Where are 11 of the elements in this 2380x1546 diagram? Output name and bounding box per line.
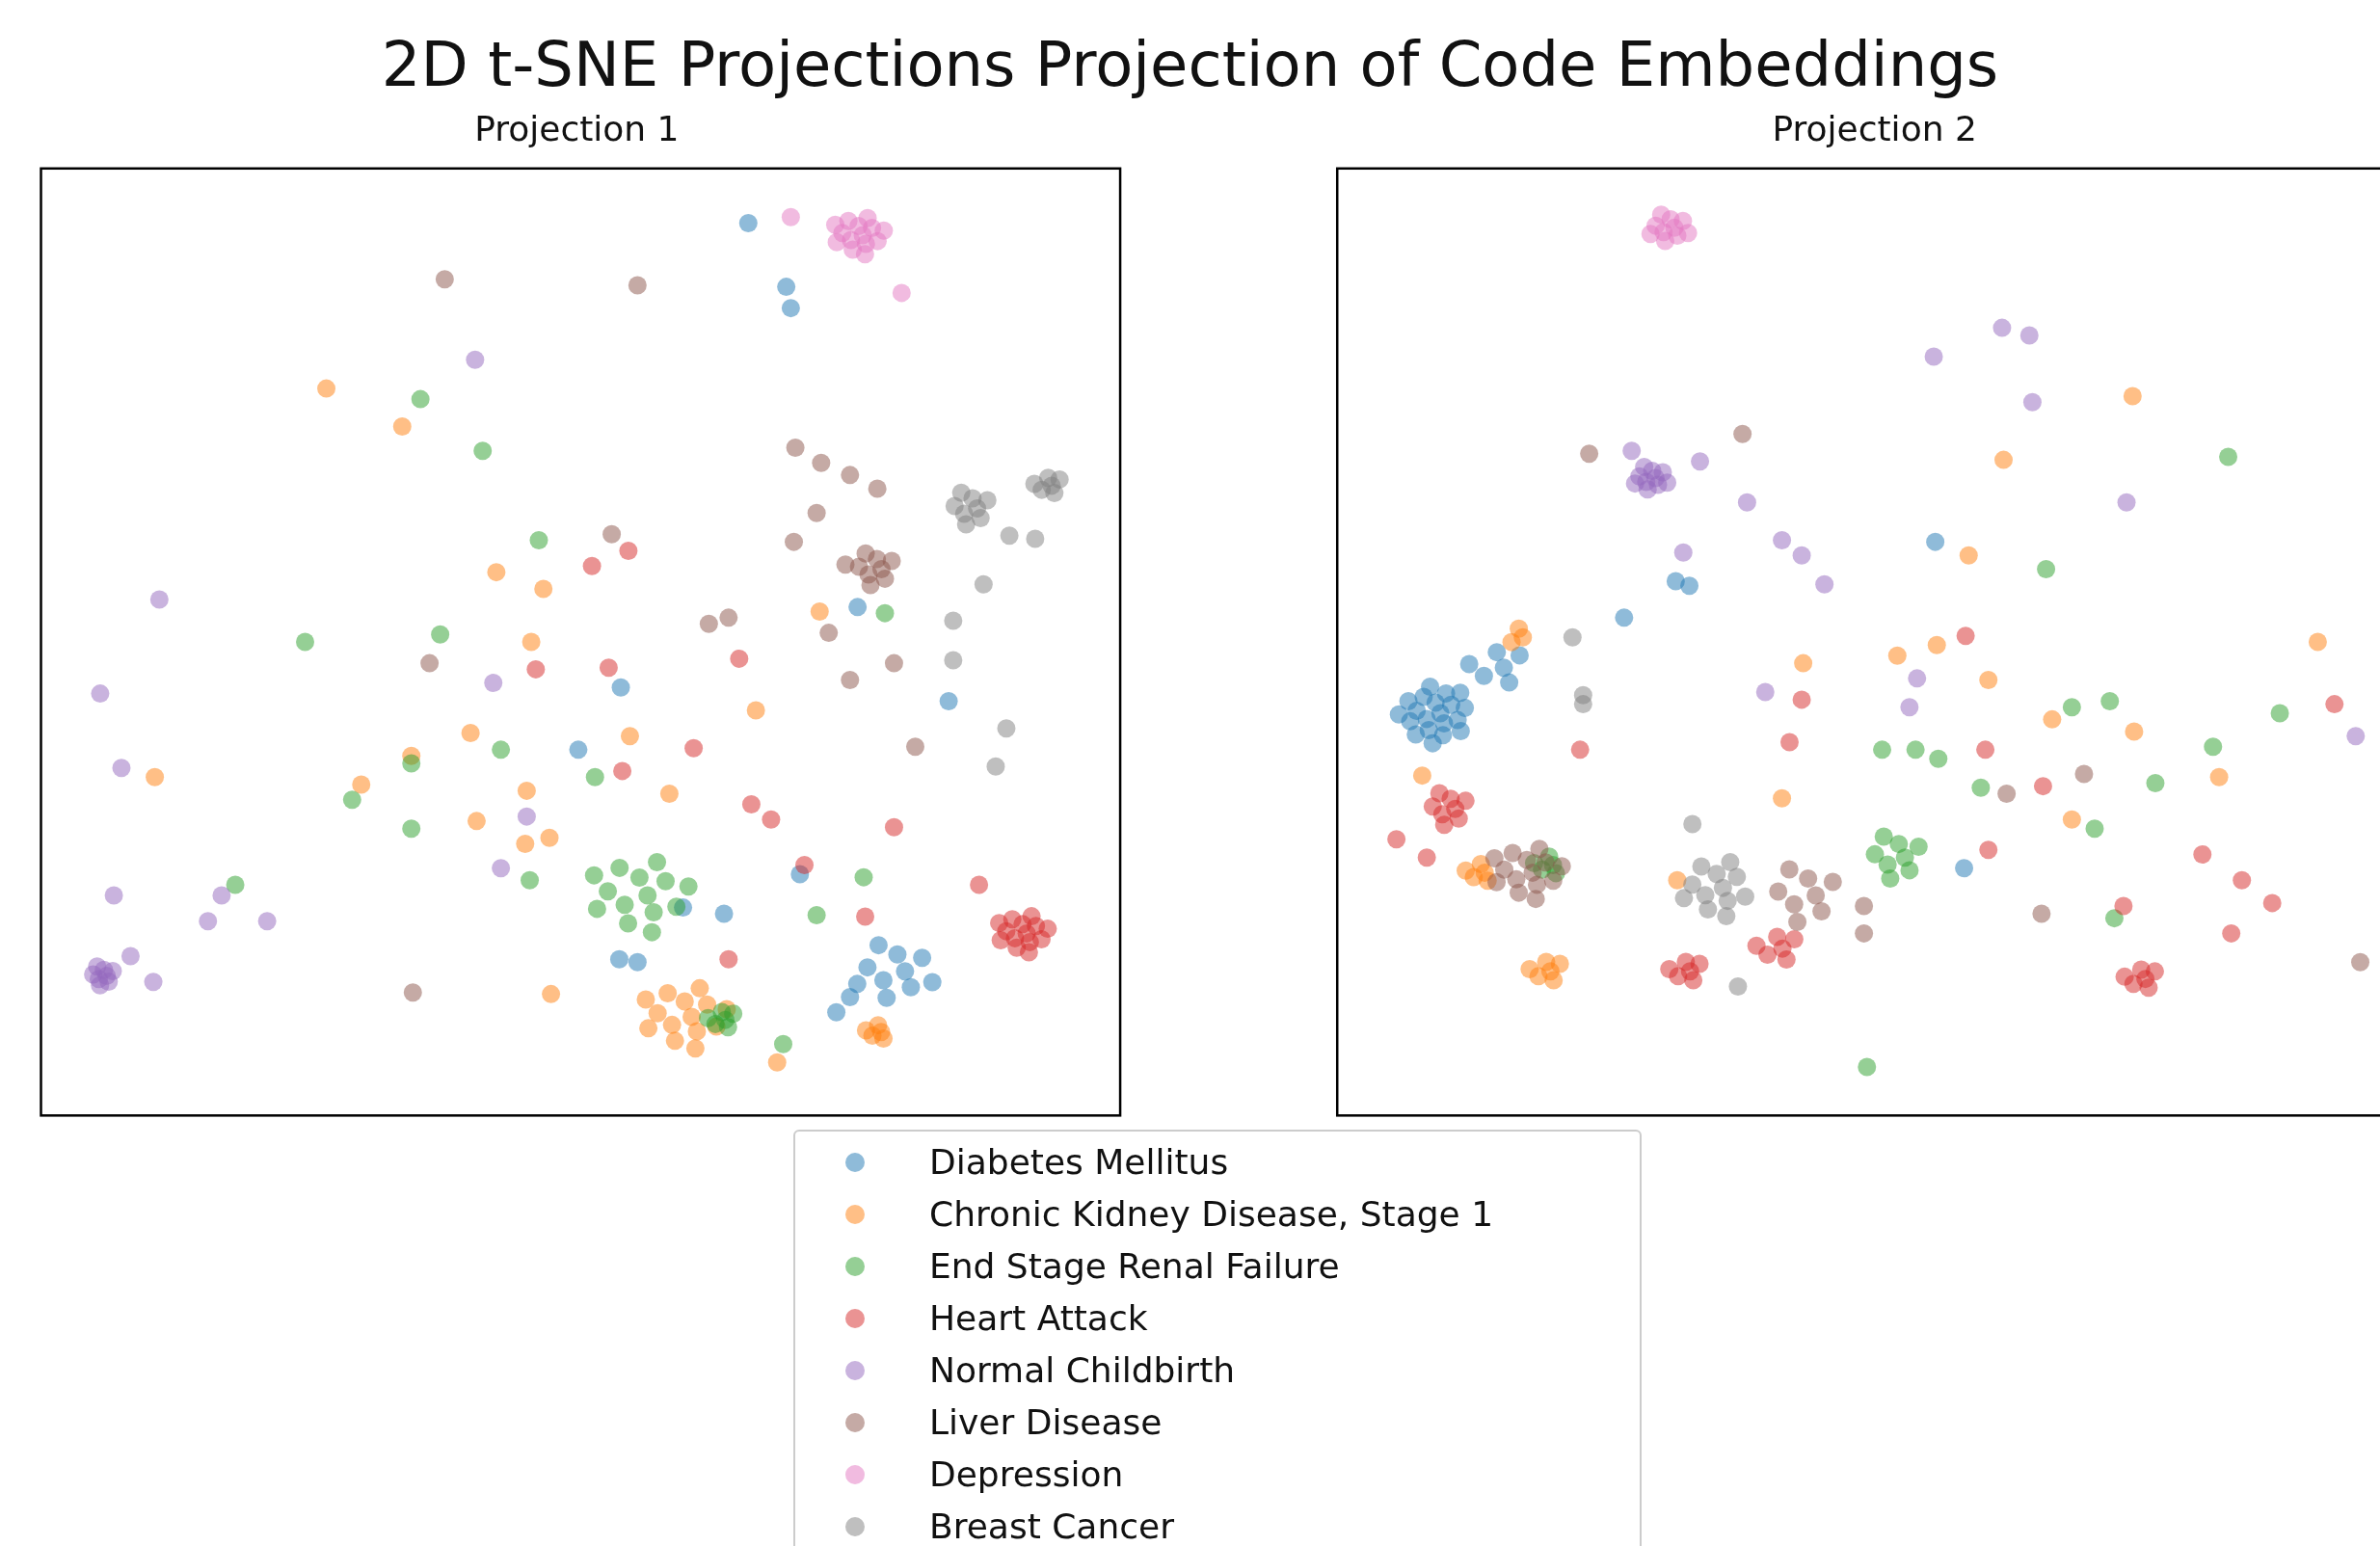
legend-label: Chronic Kidney Disease, Stage 1 (929, 1193, 1494, 1236)
legend-label: Normal Childbirth (929, 1349, 1236, 1392)
legend-label: Depression (929, 1453, 1124, 1496)
legend-label: Breast Cancer (929, 1506, 1174, 1546)
legend-label: End Stage Renal Failure (929, 1245, 1340, 1288)
panel-title: Projection 1 (473, 108, 681, 150)
chart-title: 2D t-SNE Projections Projection of Code Embeddings (380, 28, 2000, 102)
legend-label: Diabetes Mellitus (929, 1141, 1229, 1184)
legend-label: Heart Attack (929, 1297, 1148, 1340)
legend-label: Liver Disease (929, 1401, 1163, 1444)
panel-title: Projection 2 (1771, 108, 1978, 150)
